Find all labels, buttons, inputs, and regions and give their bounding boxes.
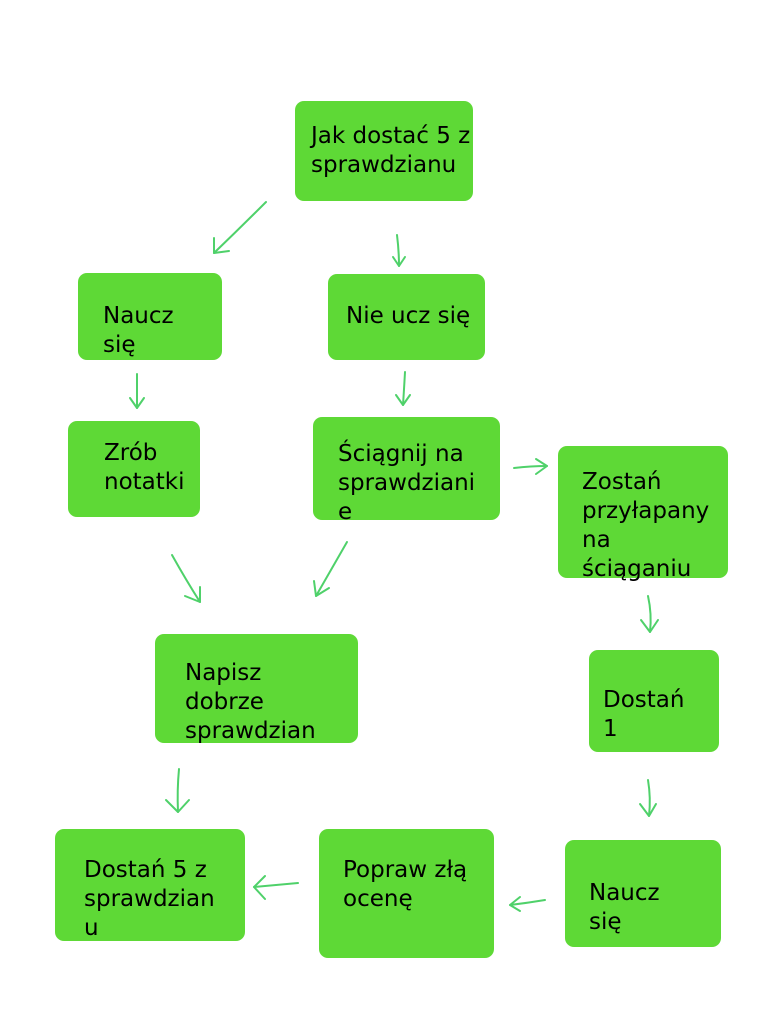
node-learn-again-box xyxy=(565,840,721,947)
arrow-line xyxy=(509,899,546,906)
node-caught-box xyxy=(558,446,728,578)
node-learn-box xyxy=(78,273,222,360)
arrow-line xyxy=(171,554,201,603)
arrow-line xyxy=(176,768,180,813)
node-cheat-box xyxy=(313,417,500,520)
arrow-line xyxy=(513,465,548,469)
arrow-line xyxy=(213,201,267,254)
arrowhead xyxy=(639,803,657,817)
node-notes-box xyxy=(68,421,200,517)
arrow-notes-to-write-well xyxy=(171,554,201,603)
node-cheat-label: Ściągnij na sprawdziani e xyxy=(338,441,476,525)
arrowhead xyxy=(313,580,330,597)
node-get-one-label: Dostań 1 xyxy=(603,687,685,742)
arrow-start-to-dont-learn xyxy=(392,234,406,267)
arrow-line xyxy=(647,779,651,817)
arrowhead xyxy=(165,799,190,813)
arrow-learn-to-notes xyxy=(129,373,145,409)
arrow-cheat-to-write-well xyxy=(313,541,348,597)
node-dont-learn-label: Nie ucz się xyxy=(346,303,471,329)
node-notes-label: Zrób notatki xyxy=(104,440,185,495)
node-start-label: Jak dostać 5 z sprawdzianu xyxy=(311,123,471,178)
arrow-line xyxy=(402,371,406,406)
arrow-learn-again-to-fix-grade xyxy=(509,896,546,912)
node-fix-grade-box xyxy=(319,829,494,958)
arrowhead xyxy=(392,256,406,267)
arrow-get-one-to-learn-again xyxy=(639,779,657,817)
arrowhead xyxy=(129,397,145,409)
node-write-well-box xyxy=(155,634,358,743)
arrow-line xyxy=(253,882,299,888)
arrow-fix-grade-to-get-five xyxy=(253,875,299,900)
node-start-box xyxy=(295,101,473,201)
arrowhead xyxy=(535,458,548,475)
arrowhead xyxy=(640,619,659,633)
arrow-start-to-learn xyxy=(213,201,267,254)
arrowhead xyxy=(395,394,411,406)
arrowhead xyxy=(253,875,266,900)
node-fix-grade-label: Popraw złą ocenę xyxy=(343,857,468,912)
node-dont-learn-box xyxy=(328,274,485,360)
arrow-dont-learn-to-cheat xyxy=(395,371,411,406)
node-write-well-label: Napisz dobrze sprawdzian xyxy=(185,660,316,744)
arrow-line xyxy=(396,234,400,267)
arrowhead xyxy=(213,237,230,254)
node-learn-again-label: Naucz się xyxy=(589,880,660,935)
arrow-line xyxy=(315,541,348,597)
arrowhead xyxy=(509,896,521,912)
node-learn-label: Naucz się xyxy=(103,303,174,358)
node-get-five-label: Dostań 5 z sprawdzian u xyxy=(84,857,215,941)
arrow-cheat-to-caught xyxy=(513,458,548,475)
arrow-write-well-to-get-five xyxy=(165,768,190,813)
arrow-caught-to-get-one xyxy=(640,595,659,633)
arrow-line xyxy=(647,595,652,633)
node-get-one-box xyxy=(589,650,719,752)
node-caught-label: Zostań przyłapany na ściąganiu xyxy=(582,469,710,582)
arrowhead xyxy=(184,586,201,603)
node-get-five-box xyxy=(55,829,245,941)
